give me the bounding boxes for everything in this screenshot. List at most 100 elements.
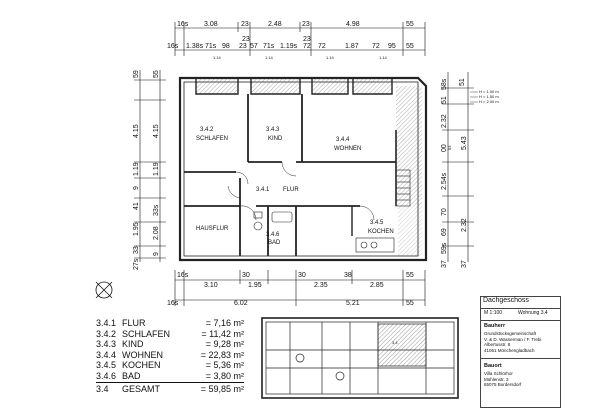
room-name-schlafen: SCHLAFEN <box>196 136 228 142</box>
height-note-2: H = 1.50 m <box>479 94 499 99</box>
area-number: 3.4.2 <box>96 328 117 339</box>
dim-bottom-11: 6.02 <box>234 300 248 307</box>
room-number-kind: 3.4.3 <box>266 127 280 133</box>
dim-row2-11: 1.87 <box>345 43 359 50</box>
room-name-kochen: KOCHEN <box>368 229 394 235</box>
area-row: 3.4.5 KOCHEN = 5,36 m² <box>96 360 244 371</box>
dim-bottom-10: 16s <box>167 300 179 307</box>
room-name-kind: KIND <box>268 136 283 142</box>
area-row: 3.4.2 SCHLAFEN = 11,42 m² <box>96 329 244 340</box>
roof-slope-hatching <box>196 78 422 256</box>
bottom-dimension-lines <box>174 270 426 306</box>
area-value: = 22,83 m² <box>200 349 244 360</box>
dim-left-inner-2: 4.15 <box>153 124 160 138</box>
dim-row2-10: 72 <box>318 43 326 50</box>
dim-bottom-6: 3.10 <box>204 282 218 289</box>
dim-row2-4: 98 <box>222 43 230 50</box>
area-total-row: 3.4 GESAMT = 59,85 m² <box>96 382 244 395</box>
north-arrow-icon <box>95 281 113 299</box>
room-labels: 3.4.2 SCHLAFEN 3.4.3 KIND 3.4.4 WOHNEN 3… <box>196 127 394 246</box>
room-name-bad: BAD <box>268 240 281 246</box>
area-room-name: WOHNEN <box>122 349 163 360</box>
dim-row2-3: 71s <box>205 43 217 50</box>
area-row: 3.4.6 BAD = 3,80 m² <box>96 371 244 382</box>
stove-burner <box>360 241 368 249</box>
dim-row2-12: 72 <box>372 43 380 50</box>
area-value: = 3,80 m² <box>205 370 244 381</box>
dim-small-4: 1.14 <box>379 55 388 60</box>
top-dimension-chain <box>174 22 426 56</box>
area-total-number: 3.4 <box>96 384 109 394</box>
dim-row2-1: 16s <box>167 43 179 50</box>
dim-top-5: 23 <box>302 21 310 28</box>
dim-top-1: 16s <box>177 21 189 28</box>
dim-row2-9: 72 <box>303 43 311 50</box>
area-row: 3.4.3 KIND = 9,28 m² <box>96 339 244 350</box>
dim-top-2: 3.08 <box>204 21 218 28</box>
area-value: = 5,36 m² <box>205 360 244 370</box>
dim-left-6: 1.95 <box>133 222 140 236</box>
area-total-label: GESAMT <box>122 384 161 394</box>
area-room-name: KOCHEN <box>122 360 161 370</box>
right-dimension-texts: 58s 51 51 2.32 00 63 2.54s 70 69 59s 37 … <box>441 78 468 268</box>
dim-row2-8: 1.19s <box>280 43 298 50</box>
area-room-name: FLUR <box>122 318 146 328</box>
dim-right-11: 37 <box>441 260 448 268</box>
toilet <box>253 221 263 231</box>
dim-top-7: 55 <box>406 21 414 28</box>
dim-left-8: 27s <box>133 258 140 270</box>
room-number-kochen: 3.4.5 <box>370 220 384 226</box>
area-value: = 7,16 m² <box>205 318 244 328</box>
dim-right-14: 5.43 <box>461 136 468 150</box>
dim-row2-13: 95 <box>388 43 396 50</box>
dim-top-mid-2: 23 <box>303 36 311 43</box>
dim-bottom-9: 2.85 <box>370 282 384 289</box>
dim-row2-2: 1.38s <box>186 43 204 50</box>
area-schedule: 3.4.1 FLUR = 7,16 m² 3.4.2 SCHLAFEN = 11… <box>96 318 244 395</box>
title-block <box>480 296 561 408</box>
dim-bottom-3: 30 <box>298 272 306 279</box>
dim-top-3: 23 <box>241 21 249 28</box>
sheet-title: Dachgeschoss <box>483 297 529 304</box>
dim-left-1: 59 <box>133 70 140 78</box>
dim-bottom-7: 1.95 <box>248 282 262 289</box>
washbasin <box>253 211 263 219</box>
height-note-1: H = 1.00 m <box>479 89 499 94</box>
dim-right-9: 69 <box>441 228 448 236</box>
bauort-heading: Bauort <box>484 363 502 369</box>
bauherr-heading: Bauherr <box>484 323 506 329</box>
dim-small-2: 1.14 <box>265 55 274 60</box>
dim-left-3: 1.19 <box>133 162 140 176</box>
dim-right-8: 70 <box>441 208 448 216</box>
dim-left-7: 33 <box>133 246 140 254</box>
area-room-name: BAD <box>122 370 141 381</box>
area-number: 3.4.3 <box>96 339 117 349</box>
dim-row2-14: 55 <box>406 43 414 50</box>
dim-bottom-13: 55 <box>406 300 414 307</box>
room-name-hausflur: HAUSFLUR <box>196 226 229 232</box>
dim-left-inner-6: 9 <box>153 252 160 256</box>
area-room-name: KIND <box>122 339 144 349</box>
title-block-divider <box>480 320 560 321</box>
dim-right-13: 2.32 <box>461 218 468 232</box>
room-name-flur: FLUR <box>283 187 299 193</box>
area-number: 3.4.5 <box>96 360 117 370</box>
dim-bottom-5: 55 <box>406 272 414 279</box>
dim-right-10: 59s <box>441 242 448 254</box>
dim-bottom-12: 5.21 <box>346 300 360 307</box>
area-value: = 9,28 m² <box>205 339 244 349</box>
height-notes: H = 1.00 m H = 1.50 m H = 2.00 m <box>470 89 499 104</box>
stove-burner <box>370 241 378 249</box>
dim-bottom-1: 16s <box>177 272 189 279</box>
title-block-divider <box>480 358 560 359</box>
dim-right-12: 37 <box>461 260 468 268</box>
dim-row2-6: 57 <box>250 43 258 50</box>
kitchen-counter <box>355 237 395 253</box>
height-note-3: H = 2.00 m <box>479 99 499 104</box>
key-plan: 3.4 <box>261 317 459 399</box>
area-number: 3.4.1 <box>96 318 117 328</box>
bauort-text: Villa Schlörhor Mühlenstr. 3 65075 Borde… <box>484 371 522 387</box>
title-block-unit: Wohnung 3.4 <box>518 310 548 316</box>
